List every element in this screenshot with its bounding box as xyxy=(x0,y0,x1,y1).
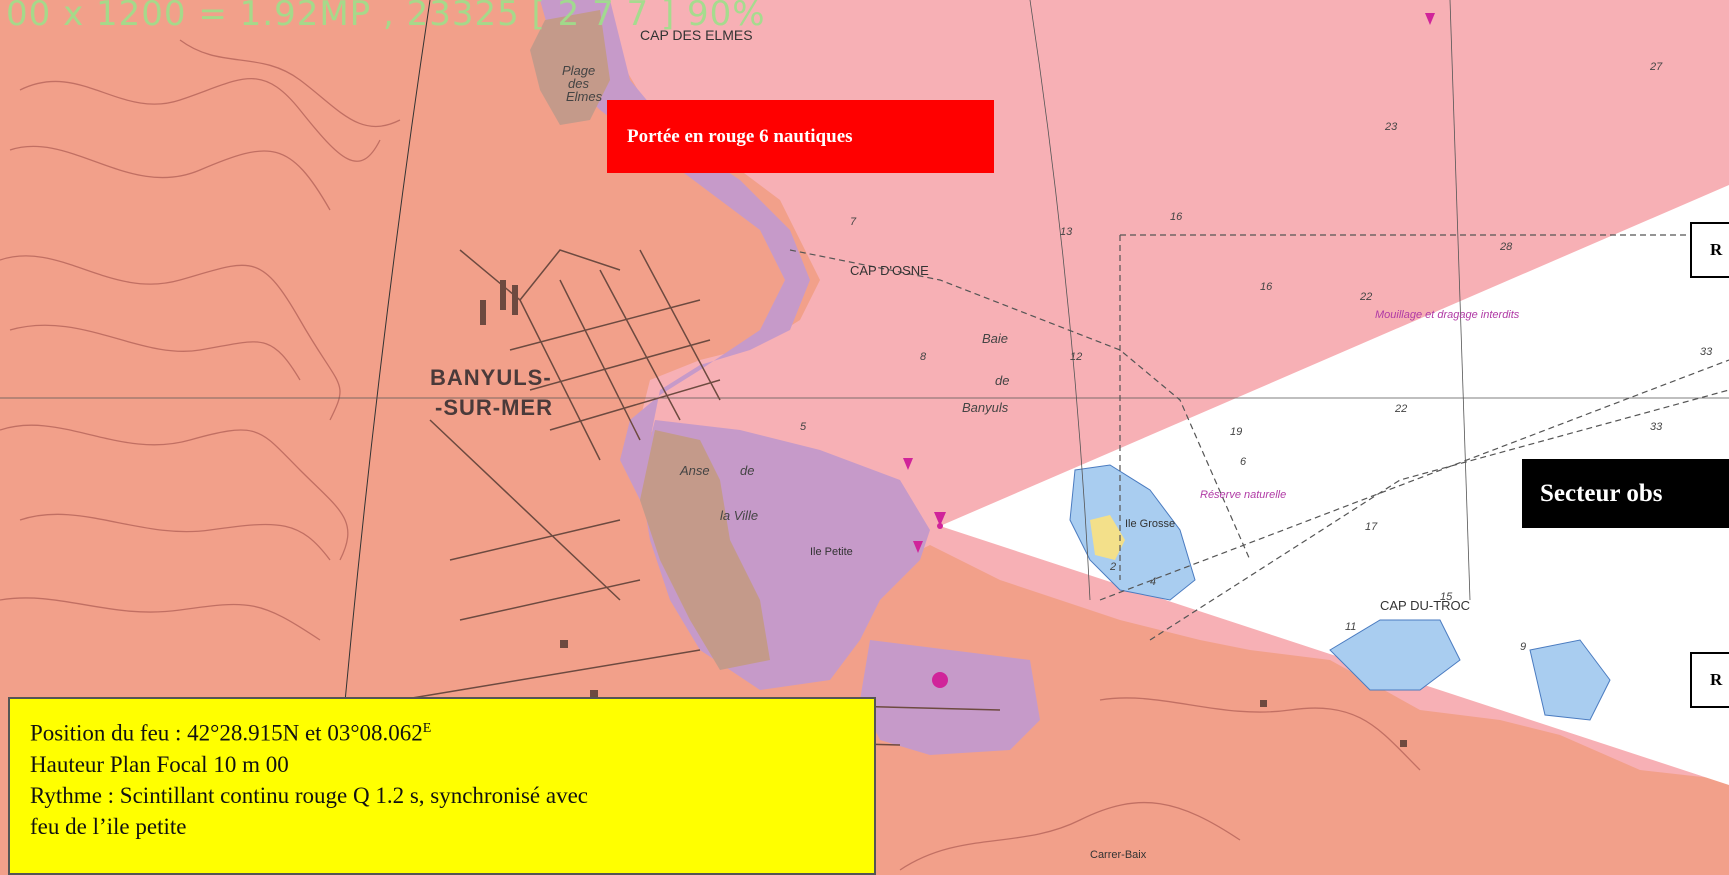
meridian-sea xyxy=(1029,0,1091,601)
label-cap-des-elmes: CAP DES ELMES xyxy=(640,27,753,43)
light-rhythm-line: Rythme : Scintillant continu rouge Q 1.2… xyxy=(30,782,589,808)
label-mouillage: Mouillage et dragage interdits xyxy=(1375,309,1520,321)
svg-text:6: 6 xyxy=(1240,456,1247,468)
svg-text:22: 22 xyxy=(1394,403,1407,415)
label-ile-petite: Ile Petite xyxy=(810,546,853,558)
light-marker-main xyxy=(934,512,946,526)
light-position-line: Position du feu : 42°28.915N et 03°08.06… xyxy=(30,720,432,746)
label-banyuls-2: -SUR-MER xyxy=(435,395,553,420)
svg-text:33: 33 xyxy=(1650,421,1663,433)
svg-text:23: 23 xyxy=(1384,121,1398,133)
label-cap-d-osne: CAP D'OSNE xyxy=(850,263,929,278)
svg-text:17: 17 xyxy=(1365,521,1378,533)
label-elmes: Elmes xyxy=(566,89,603,104)
light-sync-line: feu de l’ile petite xyxy=(30,813,187,839)
sector-r-bottom-callout: R xyxy=(1690,652,1729,708)
light-info-box: Position du feu : 42°28.915N et 03°08.06… xyxy=(8,697,876,875)
label-anse: Anse xyxy=(679,463,710,478)
svg-text:8: 8 xyxy=(920,351,927,363)
sector-r-top-callout: R xyxy=(1690,222,1729,278)
obscured-sector xyxy=(940,185,1729,785)
light-markers xyxy=(903,13,1435,688)
image-info-overlay: 00 x 1200 = 1.92MP , 23325 [ 2 7 7 ] 90% xyxy=(6,0,766,34)
svg-text:19: 19 xyxy=(1230,426,1242,438)
svg-text:12: 12 xyxy=(1070,351,1082,363)
svg-text:5: 5 xyxy=(800,421,807,433)
beach-elmes xyxy=(530,10,610,125)
label-la-ville: la Ville xyxy=(720,508,758,523)
label-baie: Baie xyxy=(982,331,1008,346)
port-zone xyxy=(860,640,1040,755)
shoal-ile-grosse xyxy=(1069,464,1196,601)
label-carrer-baix: Carrer-Baix xyxy=(1090,849,1147,861)
svg-text:28: 28 xyxy=(1499,241,1513,253)
svg-text:33: 33 xyxy=(1700,346,1713,358)
svg-text:2: 2 xyxy=(1109,561,1116,573)
svg-text:16: 16 xyxy=(1260,281,1273,293)
depth-soundings: 23 27 33 22 28 16 13 12 8 7 5 16 19 22 3… xyxy=(800,61,1713,653)
light-marker-south xyxy=(913,541,923,553)
leading-lines xyxy=(789,234,1729,641)
light-marker-buoy xyxy=(1425,13,1435,25)
label-anse-de: de xyxy=(740,463,754,478)
label-ile-grosse: Ile Grosse xyxy=(1125,518,1175,530)
range-red-callout: Portée en rouge 6 nautiques xyxy=(607,100,994,173)
svg-text:9: 9 xyxy=(1520,641,1526,653)
label-banyuls-1: BANYULS- xyxy=(430,365,552,390)
label-des: des xyxy=(568,76,589,91)
svg-text:4: 4 xyxy=(1150,576,1156,588)
svg-text:22: 22 xyxy=(1359,291,1372,303)
svg-text:7: 7 xyxy=(850,216,857,228)
beach-area xyxy=(640,430,770,670)
label-reserve: Réserve naturelle xyxy=(1200,489,1286,501)
port-mark-icon xyxy=(932,672,948,688)
ile-grosse-island xyxy=(1090,515,1125,560)
svg-text:13: 13 xyxy=(1060,226,1073,238)
svg-text:11: 11 xyxy=(1345,621,1356,633)
svg-text:27: 27 xyxy=(1649,61,1663,73)
shoal-east xyxy=(1529,639,1611,721)
contour-lines xyxy=(0,39,1421,871)
label-banyuls-bay: Banyuls xyxy=(962,400,1009,415)
meridian-east xyxy=(1449,0,1471,601)
label-cap-du-troc: CAP DU-TROC xyxy=(1380,598,1470,613)
label-de: de xyxy=(995,373,1009,388)
label-plage: Plage xyxy=(562,63,595,78)
shoal-cap-du-troc xyxy=(1329,619,1461,691)
obscured-sector-callout: Secteur obs xyxy=(1522,459,1729,528)
svg-text:16: 16 xyxy=(1170,211,1183,223)
light-marker-north xyxy=(903,458,913,470)
light-height-line: Hauteur Plan Focal 10 m 00 xyxy=(30,751,289,777)
svg-text:15: 15 xyxy=(1440,591,1453,603)
